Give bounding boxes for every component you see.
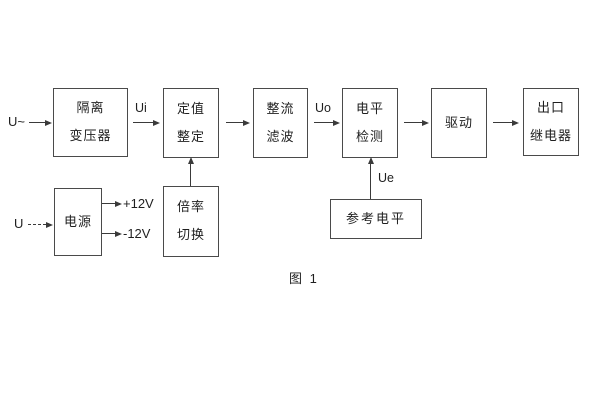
label-plus12v: +12V xyxy=(123,196,154,211)
block-label: 整定 xyxy=(176,128,205,144)
block-reference-level: 参考电平 xyxy=(330,199,422,239)
block-drive: 驱动 xyxy=(431,88,487,158)
block-label: 出口 xyxy=(536,99,565,115)
arrow-plus12v xyxy=(102,200,122,207)
block-label: 参考电平 xyxy=(345,210,406,226)
figure-caption: 图 1 xyxy=(289,271,319,286)
block-label: 切换 xyxy=(176,227,205,242)
block-label: 隔离 xyxy=(76,100,105,116)
block-label: 检测 xyxy=(355,128,384,144)
block-label: 定值 xyxy=(176,100,205,116)
arrow-ue xyxy=(367,157,374,199)
label-ue: Ue xyxy=(378,171,394,185)
arrow-uo xyxy=(314,119,340,126)
block-label: 电平 xyxy=(355,100,384,116)
block-label: 倍率 xyxy=(176,199,205,215)
label-uo: Uo xyxy=(315,101,331,115)
block-rectifier-filter: 整流 滤波 xyxy=(253,88,308,158)
block-label: 整流 xyxy=(266,100,295,116)
block-label: 变压器 xyxy=(69,128,112,143)
arrow-ratio-to-setpoint xyxy=(187,157,194,186)
block-power-supply: 电源 xyxy=(54,188,102,256)
arrow-dc-input xyxy=(28,221,53,228)
arrow-detect-to-drive xyxy=(404,119,429,126)
label-ui: Ui xyxy=(135,101,147,115)
label-ac-input: U~ xyxy=(8,114,25,129)
block-output-relay: 出口 继电器 xyxy=(523,88,579,156)
block-level-detection: 电平 检测 xyxy=(342,88,398,158)
arrow-ui xyxy=(133,119,160,126)
block-label: 驱动 xyxy=(444,114,473,130)
block-isolation-transformer: 隔离 变压器 xyxy=(53,88,128,157)
block-label: 电源 xyxy=(63,213,92,229)
label-dc-input: U xyxy=(14,216,24,231)
block-ratio-switch: 倍率 切换 xyxy=(163,186,219,257)
block-label: 继电器 xyxy=(529,127,572,143)
block-setpoint-adjust: 定值 整定 xyxy=(163,88,219,158)
arrow-ac-input xyxy=(29,119,52,126)
label-minus12v: -12V xyxy=(123,226,151,241)
arrow-minus12v xyxy=(102,230,122,237)
block-label: 滤波 xyxy=(266,128,295,144)
arrow-adjust-to-filter xyxy=(226,119,250,126)
arrow-drive-to-relay xyxy=(493,119,519,126)
